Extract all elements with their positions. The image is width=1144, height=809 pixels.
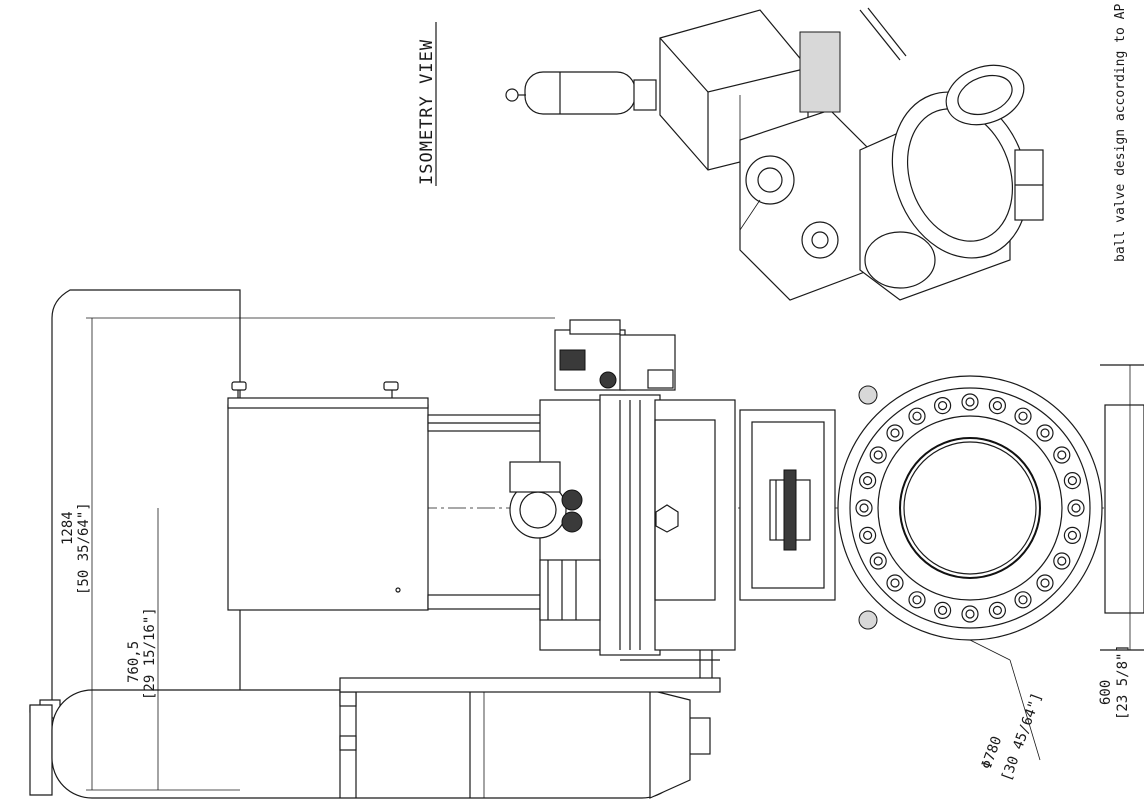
flange-bolt	[988, 397, 1007, 415]
flange-bolt-hole	[1067, 530, 1078, 541]
flange-bolt-hole	[1040, 578, 1050, 588]
flange-bolt	[869, 552, 887, 570]
flange-bolt-hole	[1018, 411, 1028, 421]
flange-bolt	[933, 397, 952, 415]
flange-bolt-hole	[937, 401, 948, 411]
flange	[837, 375, 1103, 641]
flange-bolt-hole	[890, 578, 900, 588]
flange-bolt-hole	[873, 450, 883, 460]
dimension-base-width: 600 [23 5/8"]	[1098, 365, 1131, 720]
base-width-value: 600	[1098, 680, 1114, 705]
flange-bolt	[1063, 472, 1082, 490]
flange-bolt-hole	[1067, 476, 1078, 486]
flange-diameter-imperial: [30 45/64"]	[999, 691, 1046, 784]
flange-bolt-hole	[912, 595, 922, 605]
flange-bolt-hole	[1071, 503, 1081, 513]
valve-neck	[739, 409, 836, 601]
flange-bolt-hole	[873, 556, 883, 566]
flange-bolt-hole	[965, 609, 975, 619]
iso-accumulator	[505, 71, 657, 115]
axis-height-value: 760,5	[126, 641, 142, 683]
iso-valve-body	[859, 64, 1044, 301]
bracket	[339, 580, 721, 693]
base-plate	[1100, 364, 1144, 651]
isometric-view: ISOMETRY VIEW	[417, 7, 1044, 301]
flange-bolt	[961, 605, 979, 623]
flange-bolt	[1063, 526, 1082, 545]
flange-bolt-hole	[1057, 556, 1067, 566]
flange-bolt	[858, 526, 877, 545]
flange-bolt	[988, 601, 1007, 620]
base-width-imperial: [23 5/8"]	[1115, 644, 1131, 720]
flange-bolt	[855, 499, 873, 517]
dimension-axis-height: 760,5 [29 15/16"]	[126, 508, 159, 790]
flange-bolt-hole	[992, 401, 1003, 411]
gearbox-housing	[227, 381, 429, 611]
flange-bolt	[869, 446, 887, 464]
flange-bolt	[1053, 552, 1071, 570]
flange-bolt-hole	[937, 605, 948, 616]
flange-bolt	[1036, 574, 1054, 592]
isometry-view-title: ISOMETRY VIEW	[417, 39, 437, 185]
flange-bolt	[858, 472, 877, 490]
design-note: ball valve design according to AP	[1113, 4, 1128, 262]
flange-bolt-hole	[965, 397, 975, 407]
side-view: 1284 [50 35/64"] 760,5 [29 15/16"] Φ780 …	[29, 289, 1144, 799]
flange-bolt-hole	[862, 476, 873, 486]
flange-bolt-hole	[912, 411, 922, 421]
flange-diameter-value: Φ780	[979, 734, 1006, 771]
flange-bolt	[1053, 446, 1071, 464]
flange-bolt	[933, 601, 952, 620]
dimension-overall-height: 1284 [50 35/64"]	[60, 317, 555, 791]
flange-bolt	[1067, 499, 1085, 517]
positioner-block	[554, 319, 676, 391]
iso-actuator-body	[739, 7, 907, 301]
flange-bolt	[886, 424, 904, 442]
flange-bolt-hole	[862, 530, 873, 541]
flange-bolt	[961, 393, 979, 411]
overall-height-value: 1284	[60, 511, 76, 545]
flange-bolt-hole	[1018, 595, 1028, 605]
accumulator-cylinder	[29, 689, 711, 799]
flange-bolt-hole	[1040, 428, 1050, 438]
flange-bolt-hole	[859, 503, 869, 513]
actuator-body	[509, 394, 736, 656]
flange-bolt	[908, 407, 926, 425]
flange-bolt-hole	[992, 605, 1003, 616]
flange-bolt-hole	[1057, 450, 1067, 460]
dimension-flange-diameter: Φ780 [30 45/64"]	[969, 639, 1046, 784]
flange-bolt-hole	[890, 428, 900, 438]
flange-bolt	[1036, 424, 1054, 442]
axis-height-imperial: [29 15/16"]	[142, 607, 158, 700]
overall-height-imperial: [50 35/64"]	[76, 502, 92, 595]
flange-bolt	[1014, 591, 1032, 609]
flange-bolt	[886, 574, 904, 592]
flange-bolt	[1014, 407, 1032, 425]
flange-bolt	[908, 591, 926, 609]
